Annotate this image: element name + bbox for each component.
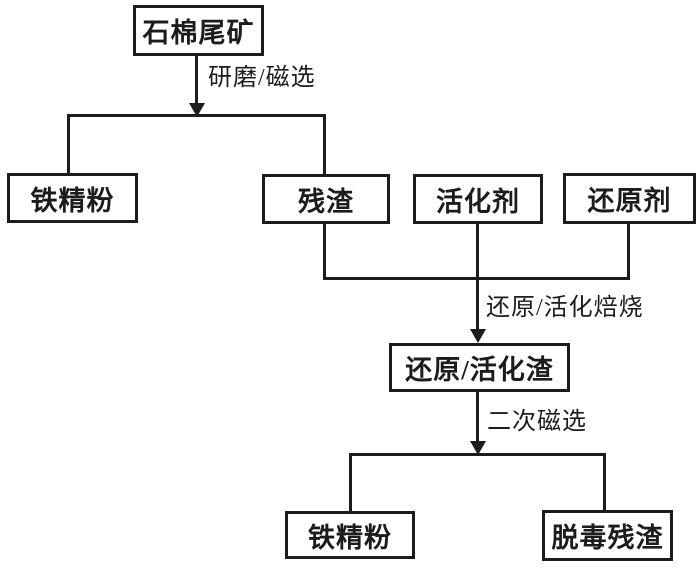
node-iron-concentrate-bottom: 铁精粉	[285, 511, 415, 559]
edge-label-secondary-magnetic-separation: 二次磁选	[487, 409, 587, 435]
edge-label-grinding-magnetic-separation: 研磨/磁选	[208, 65, 316, 91]
connector-activator-to-slag	[476, 222, 479, 332]
node-iron-concentrate-top: 铁精粉	[7, 173, 138, 223]
node-detoxified-residue: 脱毒残渣	[542, 510, 673, 561]
connector-to-residue	[323, 114, 326, 176]
connector-to-iron-top	[67, 114, 70, 175]
connector-reducer-down	[627, 222, 630, 280]
connector-split1-horizontal	[67, 114, 326, 117]
node-activator: 活化剂	[413, 174, 543, 224]
node-reducing-agent: 还原剂	[563, 173, 696, 224]
arrowhead-down-icon	[470, 441, 486, 455]
edge-label-reduction-activation-roasting: 还原/活化焙烧	[486, 295, 644, 321]
node-asbestos-tailings: 石棉尾矿	[133, 5, 264, 56]
connector-source-down	[195, 56, 198, 106]
connector-slag-down	[476, 391, 479, 444]
arrowhead-down-icon	[189, 103, 205, 117]
node-residue: 残渣	[262, 174, 390, 224]
node-reduction-activation-slag: 还原/活化渣	[389, 343, 570, 392]
connector-residue-down	[323, 222, 326, 280]
arrowhead-down-icon	[470, 329, 486, 343]
connector-split2-horizontal	[349, 453, 606, 456]
connector-to-detox	[603, 453, 606, 512]
connector-to-iron-bottom	[349, 453, 352, 513]
